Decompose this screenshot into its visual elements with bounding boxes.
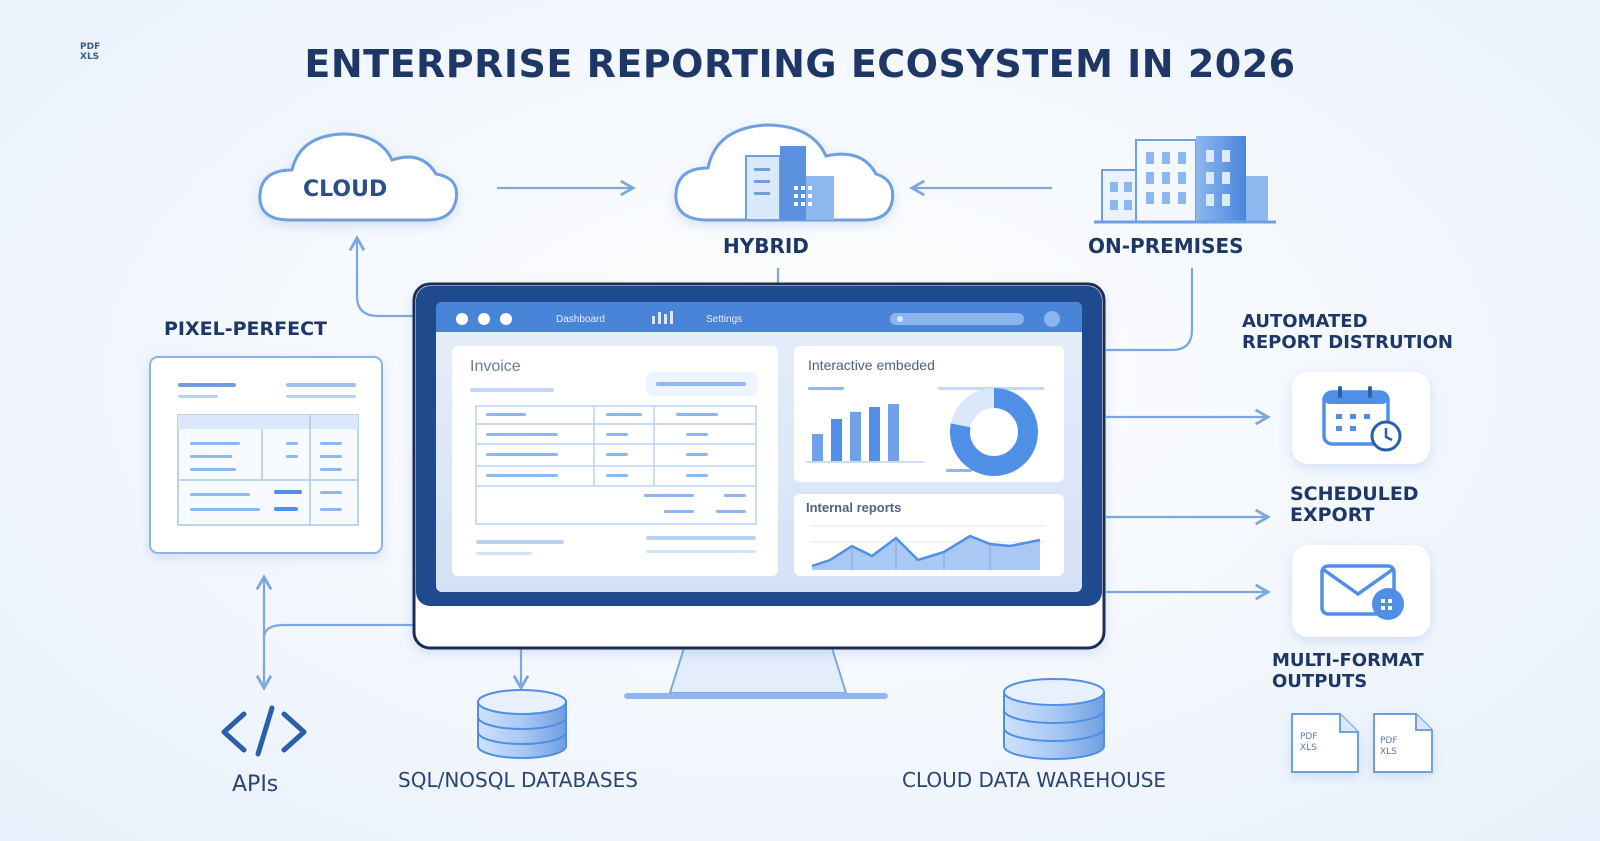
bar bbox=[869, 407, 880, 461]
donut-chart bbox=[950, 388, 1038, 476]
nav-search-bar bbox=[890, 313, 1024, 325]
pixel-perfect-report-doc bbox=[149, 356, 383, 554]
donut-arc bbox=[950, 388, 1038, 476]
nav-dashboard-link[interactable]: Dashboard bbox=[556, 314, 605, 325]
doc2-tag: PDF XLS bbox=[1380, 736, 1398, 758]
invoice-title: Invoice bbox=[470, 358, 521, 375]
cloud-icon bbox=[258, 132, 459, 222]
multi-format-outputs-label: MULTI-FORMAT OUTPUTS bbox=[1272, 650, 1424, 692]
doc2-pdf: PDF bbox=[1380, 736, 1398, 746]
code-brackets-icon bbox=[221, 705, 307, 757]
pixel-perfect-label: PIXEL-PERFECT bbox=[164, 318, 328, 340]
nav-avatar bbox=[1044, 311, 1060, 327]
monitor bbox=[412, 282, 1106, 699]
hybrid-cloud-building-icon bbox=[674, 123, 895, 222]
monitor-stand bbox=[668, 647, 848, 694]
doc2-xls: XLS bbox=[1380, 747, 1397, 757]
corner-format-tag: PDF XLS bbox=[80, 42, 100, 62]
interactive-embedded-title: Interactive embeded bbox=[808, 357, 935, 373]
apis-label: APIs bbox=[232, 772, 279, 797]
window-dot bbox=[456, 313, 468, 325]
databases-label: SQL/NOSQL DATABASES bbox=[398, 768, 638, 792]
automated-distribution-label: AUTOMATED REPORT DISTRUTION bbox=[1242, 311, 1453, 353]
bar bbox=[888, 404, 899, 461]
output-doc-xls bbox=[1373, 713, 1433, 773]
doc1-tag: PDF XLS bbox=[1300, 732, 1318, 754]
interactive-panel bbox=[794, 346, 1064, 482]
on-premises-label: ON-PREMISES bbox=[1088, 234, 1244, 258]
bar bbox=[831, 419, 842, 461]
corner-tag-xls: XLS bbox=[80, 52, 100, 62]
scheduled-export-label: SCHEDULED EXPORT bbox=[1290, 484, 1419, 526]
automated-line1: AUTOMATED bbox=[1242, 311, 1368, 332]
window-dot bbox=[478, 313, 490, 325]
bar-chart bbox=[812, 404, 899, 461]
scheduled-line2: EXPORT bbox=[1290, 504, 1375, 526]
calendar-clock-icon bbox=[1322, 386, 1402, 452]
doc1-pdf: PDF bbox=[1300, 732, 1318, 742]
bar bbox=[850, 411, 861, 461]
automated-line2: REPORT DISTRUTION bbox=[1242, 332, 1453, 353]
office-building-icon bbox=[1094, 136, 1276, 224]
nav-settings-link[interactable]: Settings bbox=[706, 314, 743, 325]
monitor-base bbox=[624, 693, 888, 699]
database-icon bbox=[477, 689, 567, 759]
area-chart bbox=[810, 525, 1046, 570]
internal-reports-title: Internal reports bbox=[806, 500, 902, 515]
hybrid-label: HYBRID bbox=[723, 234, 809, 258]
scheduled-line1: SCHEDULED bbox=[1290, 483, 1419, 505]
data-warehouse-label: CLOUD DATA WAREHOUSE bbox=[902, 768, 1167, 792]
doc1-xls: XLS bbox=[1300, 743, 1317, 753]
arrow-monitor-to-cloud bbox=[348, 235, 414, 318]
multi-format-line2: OUTPUTS bbox=[1272, 671, 1368, 692]
connector-lines bbox=[255, 179, 1271, 691]
bar bbox=[812, 434, 823, 461]
line-onprem-to-monitor bbox=[1106, 268, 1194, 352]
corner-tag-pdf: PDF bbox=[80, 42, 101, 52]
window-dot bbox=[500, 313, 512, 325]
output-doc-pdf bbox=[1291, 713, 1359, 773]
page-title: ENTERPRISE REPORTING ECOSYSTEM IN 2026 bbox=[304, 42, 1296, 86]
warehouse-database-icon bbox=[1003, 678, 1105, 760]
multi-format-line1: MULTI-FORMAT bbox=[1272, 650, 1424, 671]
envelope-icon bbox=[1320, 564, 1404, 620]
line-apis-to-monitor bbox=[262, 623, 414, 639]
nav-chart-icon bbox=[652, 311, 673, 324]
cloud-label: CLOUD bbox=[303, 177, 388, 202]
